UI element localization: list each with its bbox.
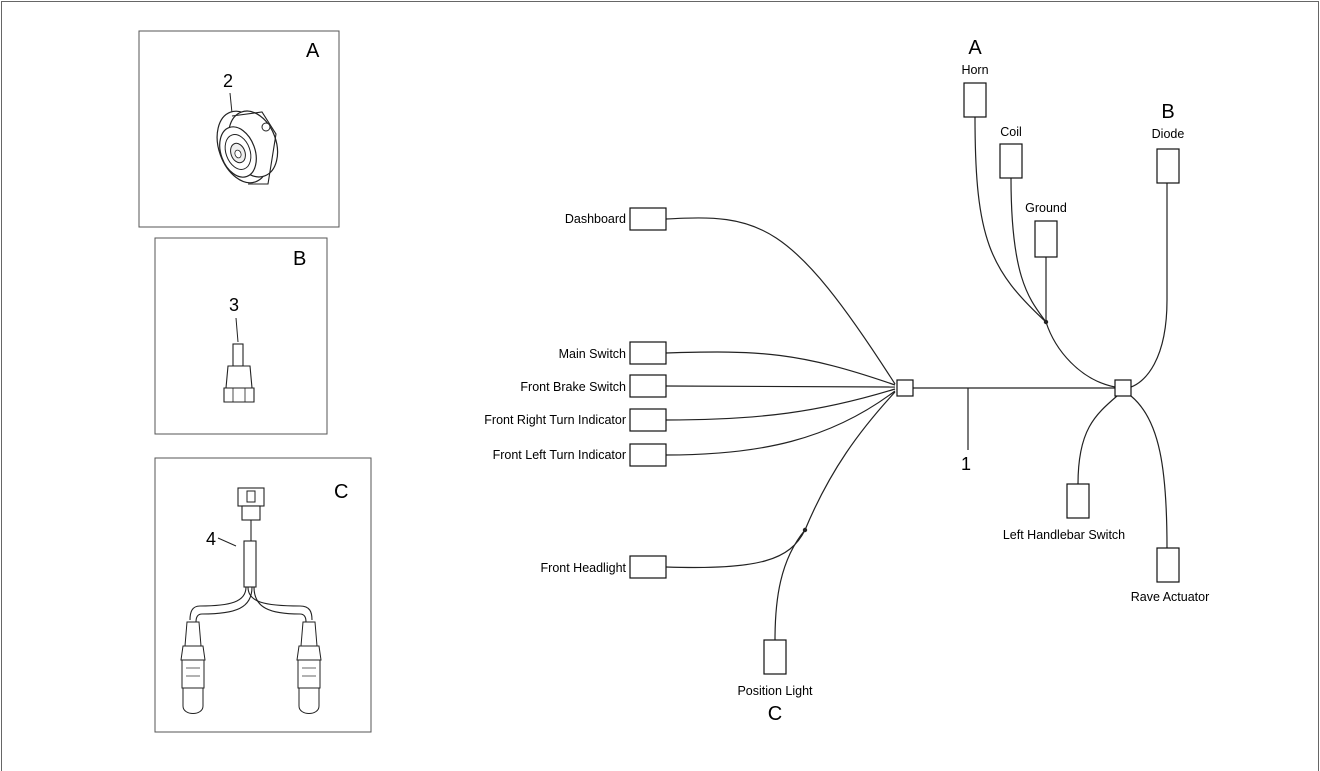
label-position-light: Position Light xyxy=(737,684,813,698)
label-diode: Diode xyxy=(1152,127,1185,141)
connector-horn xyxy=(963,82,987,118)
connector-coil xyxy=(999,143,1023,179)
label-dashboard: Dashboard xyxy=(565,212,626,226)
position-light-part-illustration xyxy=(180,487,322,714)
connector-dashboard xyxy=(629,207,667,231)
label-rave-actuator: Rave Actuator xyxy=(1131,590,1210,604)
panel-a-letter: A xyxy=(306,40,320,62)
connector-main-switch xyxy=(629,341,667,365)
horn-part-illustration xyxy=(216,92,279,185)
panel-c: C 4 xyxy=(154,457,372,733)
connector-front-left-turn xyxy=(629,443,667,467)
splice-dot-top xyxy=(1043,319,1049,325)
panel-b: B 3 xyxy=(154,237,328,435)
label-front-brake-switch: Front Brake Switch xyxy=(520,380,626,394)
letter-c-marker: C xyxy=(768,703,782,725)
panel-c-letter: C xyxy=(334,481,348,503)
label-front-headlight: Front Headlight xyxy=(541,561,627,575)
harness-number-1: 1 xyxy=(961,454,971,474)
splice-dot-bottom xyxy=(802,527,808,533)
junction-right xyxy=(1114,379,1132,397)
letter-a-marker: A xyxy=(968,37,982,59)
label-horn: Horn xyxy=(961,63,988,77)
part-number-4: 4 xyxy=(206,529,216,549)
label-front-right-turn: Front Right Turn Indicator xyxy=(484,413,626,427)
connector-position-light xyxy=(763,639,787,675)
connector-rave-actuator xyxy=(1156,547,1180,583)
label-main-switch: Main Switch xyxy=(559,347,626,361)
diode-part-illustration xyxy=(223,317,255,403)
connector-ground xyxy=(1034,220,1058,258)
connector-left-handlebar-switch xyxy=(1066,483,1090,519)
letter-b-marker: B xyxy=(1161,101,1174,123)
connector-front-headlight xyxy=(629,555,667,579)
label-ground: Ground xyxy=(1025,201,1067,215)
panel-a: A 2 xyxy=(138,30,340,228)
connector-front-brake-switch xyxy=(629,374,667,398)
label-coil: Coil xyxy=(1000,125,1022,139)
harness-wires xyxy=(665,116,1168,641)
connector-front-right-turn xyxy=(629,408,667,432)
label-front-left-turn: Front Left Turn Indicator xyxy=(493,448,626,462)
connector-diode xyxy=(1156,148,1180,184)
junction-left xyxy=(896,379,914,397)
label-left-handlebar-switch: Left Handlebar Switch xyxy=(1003,528,1125,542)
part-number-2: 2 xyxy=(223,71,233,91)
part-number-3: 3 xyxy=(229,295,239,315)
panel-b-letter: B xyxy=(293,248,306,270)
